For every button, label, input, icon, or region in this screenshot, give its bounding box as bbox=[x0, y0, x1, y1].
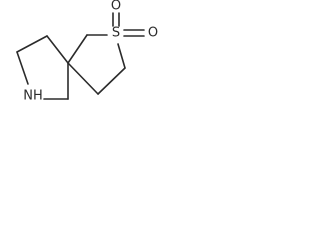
molecule-structure: S O O NH bbox=[16, 0, 158, 104]
bond-ch2-top-left-to-ch2-left bbox=[16, 35, 48, 53]
bond-ch2-left-to-nitrogen bbox=[16, 51, 29, 85]
thiolane-ring bbox=[67, 34, 126, 95]
bond-sulfur-to-ch2-right bbox=[117, 43, 126, 69]
bond-ch2-bottom-to-spiro-2 bbox=[67, 62, 99, 95]
bond-ch2-right-to-ch2-bottom bbox=[97, 67, 126, 95]
pyrrolidine-ring bbox=[16, 35, 69, 100]
atom-label-sulfur: S bbox=[112, 26, 120, 41]
atom-label-oxygen-top: O bbox=[111, 0, 121, 14]
bond-spiro-to-ch2-top bbox=[67, 34, 88, 64]
atom-label-oxygen-right: O bbox=[148, 26, 158, 41]
sulfonyl-bonds bbox=[112, 12, 145, 37]
bond-spiro-to-ch2-top-left bbox=[46, 35, 69, 64]
atom-label-nitrogen: NH bbox=[23, 89, 43, 104]
